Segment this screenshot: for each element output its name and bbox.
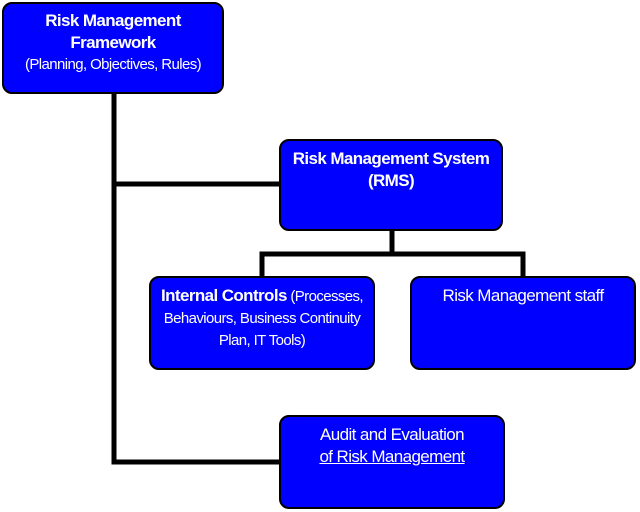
internal-controls-first-line: Internal Controls (Processes, [151, 285, 373, 308]
internal-controls-title: Internal Controls [161, 286, 287, 305]
framework-title-line1: Risk Management [45, 11, 181, 30]
audit-box: Audit and Evaluation of Risk Management [279, 415, 505, 509]
framework-box: Risk Management Framework (Planning, Obj… [2, 2, 224, 94]
rms-title-line2: (RMS) [367, 171, 415, 190]
framework-title-line2: Framework [70, 33, 156, 52]
risk-staff-box: Risk Management staff [410, 276, 636, 370]
audit-title-line1: Audit and Evaluation [320, 425, 465, 444]
rms-box: Risk Management System (RMS) [279, 139, 503, 231]
audit-title-line2: of Risk Management [319, 447, 465, 466]
framework-subtitle: (Planning, Objectives, Rules) [24, 56, 202, 73]
internal-controls-desc-line2: Behaviours, Business Continuity [163, 310, 361, 327]
rms-title-line1: Risk Management System [292, 149, 490, 168]
internal-controls-box: Internal Controls (Processes, Behaviours… [149, 276, 375, 370]
internal-controls-desc-line1: (Processes, [286, 288, 363, 305]
risk-staff-title: Risk Management staff [442, 286, 605, 305]
internal-controls-desc-line3: Plan, IT Tools) [218, 332, 306, 349]
